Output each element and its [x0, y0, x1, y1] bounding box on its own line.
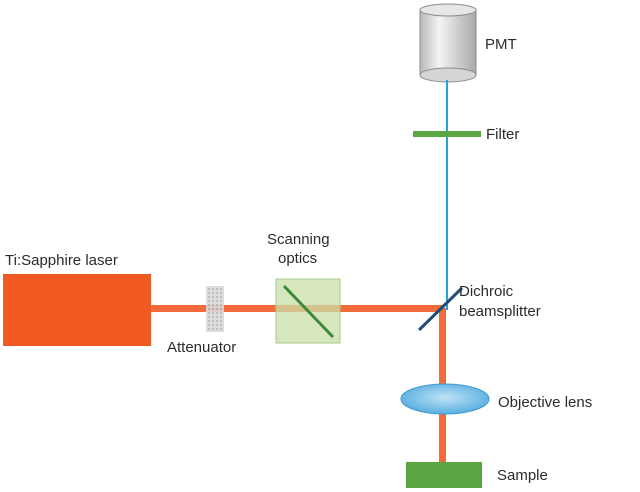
- scanning-optics-label-line1: Scanning: [267, 231, 330, 248]
- dichroic-label-line1: Dichroic: [459, 283, 514, 300]
- scanning-optics-label-line2: optics: [278, 250, 318, 267]
- sample-label: Sample: [497, 467, 548, 484]
- filter: [413, 131, 481, 137]
- pmt-detector: [419, 3, 477, 83]
- filter-label: Filter: [486, 126, 520, 143]
- sample: [406, 462, 482, 488]
- attenuator: [206, 286, 224, 332]
- laser-label: Ti:Sapphire laser: [5, 252, 118, 269]
- dichroic-mirror: [417, 286, 464, 332]
- laser-source: [3, 274, 151, 346]
- dichroic-label-line2: beamsplitter: [459, 303, 541, 320]
- scanning-optics: [275, 278, 341, 344]
- objective-lens: [400, 383, 490, 415]
- objective-lens-label: Objective lens: [498, 394, 593, 411]
- pmt-label: PMT: [485, 36, 517, 53]
- attenuator-label: Attenuator: [167, 339, 237, 356]
